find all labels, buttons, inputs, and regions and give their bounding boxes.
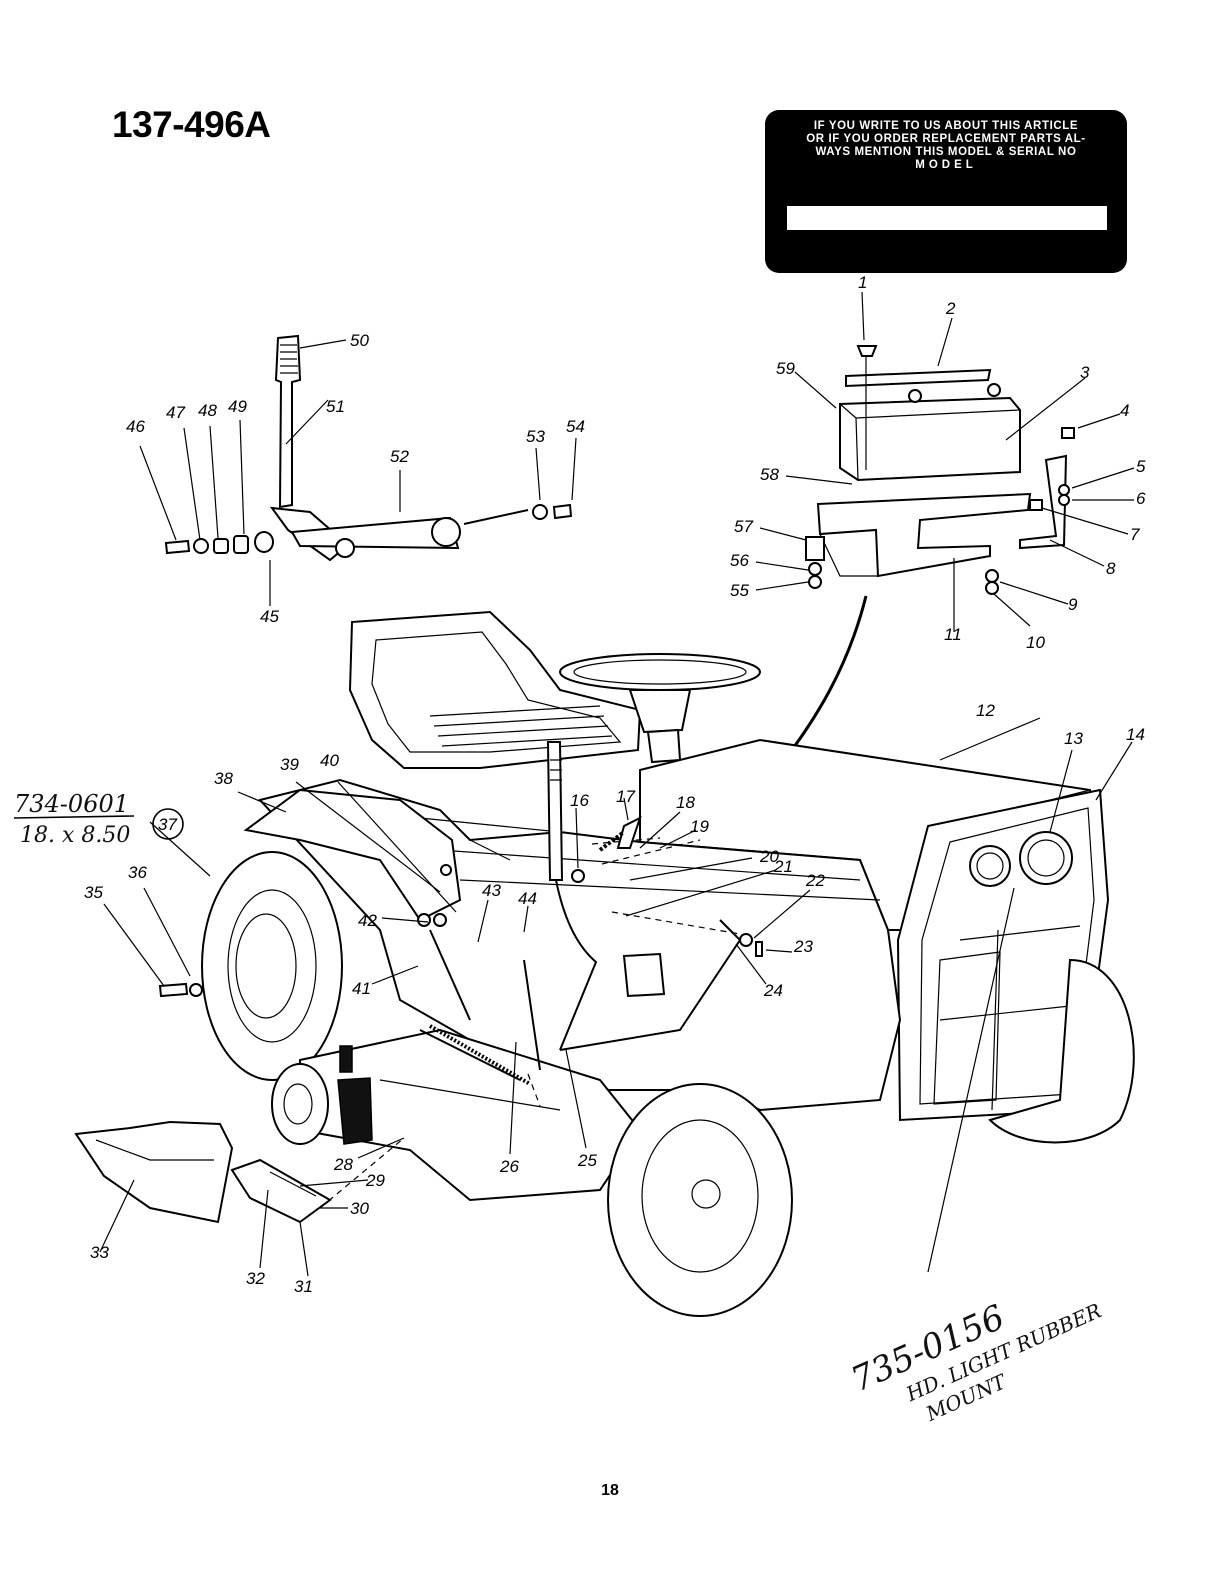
callout-39: 39 bbox=[280, 755, 299, 774]
callout-49: 49 bbox=[228, 397, 247, 416]
callout-40: 40 bbox=[320, 751, 339, 770]
callout-26: 26 bbox=[499, 1157, 519, 1176]
callout-41: 41 bbox=[352, 979, 371, 998]
label-line-3: WAYS MENTION THIS MODEL & SERIAL NO bbox=[815, 146, 1077, 158]
callout-35: 35 bbox=[84, 883, 103, 902]
battery-assembly bbox=[697, 345, 1075, 859]
callout-47: 47 bbox=[166, 403, 185, 422]
callout-51: 51 bbox=[326, 397, 345, 416]
callout-6: 6 bbox=[1136, 489, 1146, 508]
tire-annotation: 734-0601 18. x 8.50 37 bbox=[13, 790, 184, 848]
callout-10: 10 bbox=[1026, 633, 1045, 652]
callout-2: 2 bbox=[945, 299, 956, 318]
callout-22: 22 bbox=[805, 871, 825, 890]
callout-19: 19 bbox=[690, 817, 709, 836]
callout-42: 42 bbox=[358, 911, 377, 930]
callout-44: 44 bbox=[518, 889, 537, 908]
label-model-word: MODEL bbox=[915, 159, 977, 171]
callout-28: 28 bbox=[333, 1155, 353, 1174]
callout-30: 30 bbox=[350, 1199, 369, 1218]
callout-21: 21 bbox=[773, 857, 793, 876]
tractor-body bbox=[74, 610, 1135, 1317]
callout-13: 13 bbox=[1064, 729, 1083, 748]
callout-58: 58 bbox=[760, 465, 779, 484]
tire-part-number: 734-0601 bbox=[14, 790, 129, 818]
label-line-2: OR IF YOU ORDER REPLACEMENT PARTS AL- bbox=[806, 133, 1086, 145]
leader-lines bbox=[99, 291, 1135, 1277]
callout-1: 1 bbox=[858, 273, 867, 292]
callout-36: 36 bbox=[128, 863, 147, 882]
callout-29: 29 bbox=[365, 1171, 385, 1190]
callout-24: 24 bbox=[763, 981, 783, 1000]
callout-18: 18 bbox=[676, 793, 695, 812]
callout-53: 53 bbox=[526, 427, 545, 446]
callout-7: 7 bbox=[1130, 525, 1140, 544]
callout-14: 14 bbox=[1126, 725, 1145, 744]
callout-5: 5 bbox=[1136, 457, 1146, 476]
callout-8: 8 bbox=[1106, 559, 1116, 578]
callout-12: 12 bbox=[976, 701, 995, 720]
tire-ref-callout: 37 bbox=[158, 815, 177, 834]
callout-20: 20 bbox=[759, 847, 779, 866]
model-number-title: 137-496A bbox=[112, 104, 271, 145]
callout-23: 23 bbox=[793, 937, 813, 956]
label-line-1: IF YOU WRITE TO US ABOUT THIS ARTICLE bbox=[813, 120, 1079, 132]
callout-59: 59 bbox=[776, 359, 795, 378]
headlight-annotation: 735-0156 HD. LIGHT RUBBER MOUNT bbox=[845, 1297, 1105, 1426]
tire-size: 18. x 8.50 bbox=[20, 823, 130, 848]
callout-11: 11 bbox=[944, 625, 962, 644]
callout-54: 54 bbox=[566, 417, 585, 436]
callout-4: 4 bbox=[1120, 401, 1129, 420]
callout-38: 38 bbox=[214, 769, 233, 788]
callout-48: 48 bbox=[198, 401, 217, 420]
callout-52: 52 bbox=[390, 447, 409, 466]
callout-31: 31 bbox=[294, 1277, 313, 1296]
model-serial-label: IF YOU WRITE TO US ABOUT THIS ARTICLE OR… bbox=[765, 110, 1127, 273]
serial-number-field bbox=[787, 206, 1107, 230]
callout-32: 32 bbox=[246, 1269, 265, 1288]
callout-57: 57 bbox=[734, 517, 753, 536]
callout-33: 33 bbox=[90, 1243, 109, 1262]
callout-43: 43 bbox=[482, 881, 501, 900]
callout-9: 9 bbox=[1068, 595, 1078, 614]
callout-46: 46 bbox=[126, 417, 145, 436]
page-number: 18 bbox=[601, 1482, 619, 1499]
callout-50: 50 bbox=[350, 331, 369, 350]
callout-3: 3 bbox=[1080, 363, 1090, 382]
label-text: IF YOU WRITE TO US ABOUT THIS ARTICLE OR… bbox=[765, 120, 1127, 172]
callout-56: 56 bbox=[730, 551, 749, 570]
callout-17: 17 bbox=[616, 787, 635, 806]
shift-lever-assembly bbox=[164, 334, 573, 562]
callout-45: 45 bbox=[260, 607, 279, 626]
callout-25: 25 bbox=[577, 1151, 597, 1170]
callout-16: 16 bbox=[570, 791, 589, 810]
callout-55: 55 bbox=[730, 581, 749, 600]
